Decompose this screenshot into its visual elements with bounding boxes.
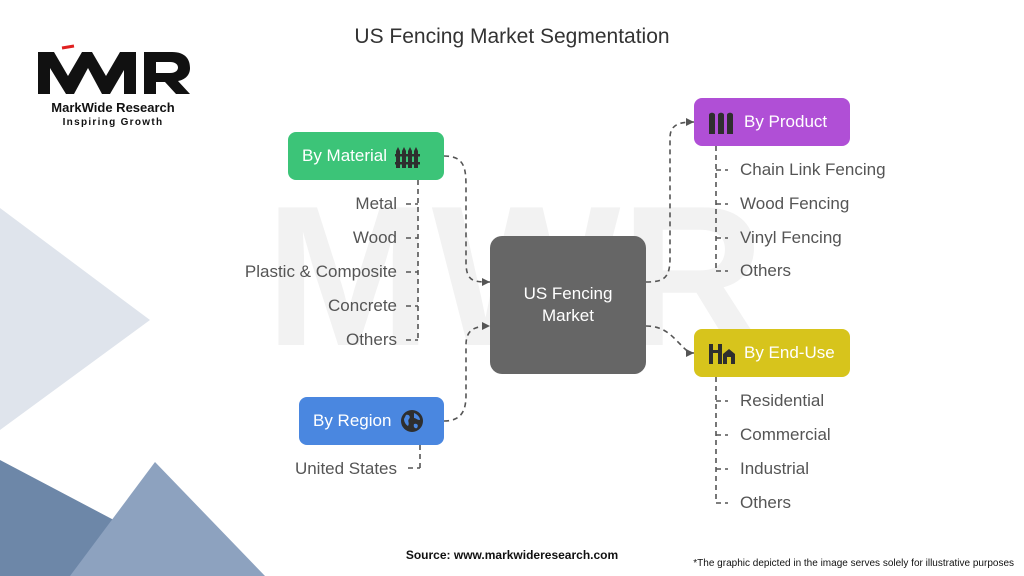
segment-enduse: By End-Use	[694, 329, 850, 377]
connector-material	[443, 155, 491, 283]
source-credit: Source: www.markwideresearch.com	[405, 548, 619, 562]
product-item-4: Others	[740, 261, 792, 280]
product-item-1: Chain Link Fencing	[740, 160, 886, 179]
material-item-1: Metal	[355, 194, 397, 213]
segment-material-label: By Material	[302, 146, 388, 165]
center-node-line1: US Fencing	[523, 284, 613, 303]
arrow-product	[686, 118, 694, 126]
enduse-item-ticks	[716, 400, 728, 504]
enduse-item-1: Residential	[740, 391, 825, 410]
product-item-2: Wood Fencing	[740, 194, 850, 213]
fence-icon	[395, 147, 421, 168]
disclaimer-note: *The graphic depicted in the image serve…	[693, 558, 1014, 569]
enduse-item-4: Others	[740, 493, 792, 512]
material-item-2: Wood	[352, 228, 397, 247]
arrow-enduse	[686, 349, 694, 357]
enduse-item-3: Industrial	[740, 459, 809, 478]
logo-name: MarkWide Research	[51, 100, 175, 115]
segment-product-label: By Product	[744, 112, 828, 131]
arrow-material	[482, 278, 490, 286]
arrow-region	[482, 322, 490, 330]
segment-enduse-label: By End-Use	[744, 343, 835, 362]
segment-product: By Product	[694, 98, 850, 146]
region-item-1: United States	[294, 459, 397, 478]
connector-region-items	[408, 445, 421, 469]
segment-region-label: By Region	[313, 411, 392, 430]
fence-panels-icon	[709, 112, 733, 134]
globe-icon	[401, 410, 424, 432]
material-item-4: Concrete	[328, 296, 397, 315]
center-node: US Fencing Market	[490, 236, 646, 374]
material-item-5: Others	[345, 330, 397, 349]
connector-enduse	[645, 325, 695, 354]
material-item-3: Plastic & Composite	[244, 262, 397, 281]
buildings-icon	[709, 344, 735, 364]
logo-mark-icon	[38, 44, 190, 94]
segment-region: By Region	[299, 397, 444, 445]
enduse-item-2: Commercial	[740, 425, 831, 444]
connector-region	[443, 325, 491, 422]
bg-shape-bottom	[70, 462, 265, 576]
center-node-line2: Market	[542, 306, 594, 325]
page-title: US Fencing Market Segmentation	[354, 25, 670, 48]
bg-shape-left-large	[0, 208, 150, 430]
logo-tagline: Inspiring Growth	[62, 117, 164, 128]
product-item-3: Vinyl Fencing	[740, 228, 842, 247]
connector-product	[645, 121, 695, 283]
segment-material: By Material	[288, 132, 444, 180]
